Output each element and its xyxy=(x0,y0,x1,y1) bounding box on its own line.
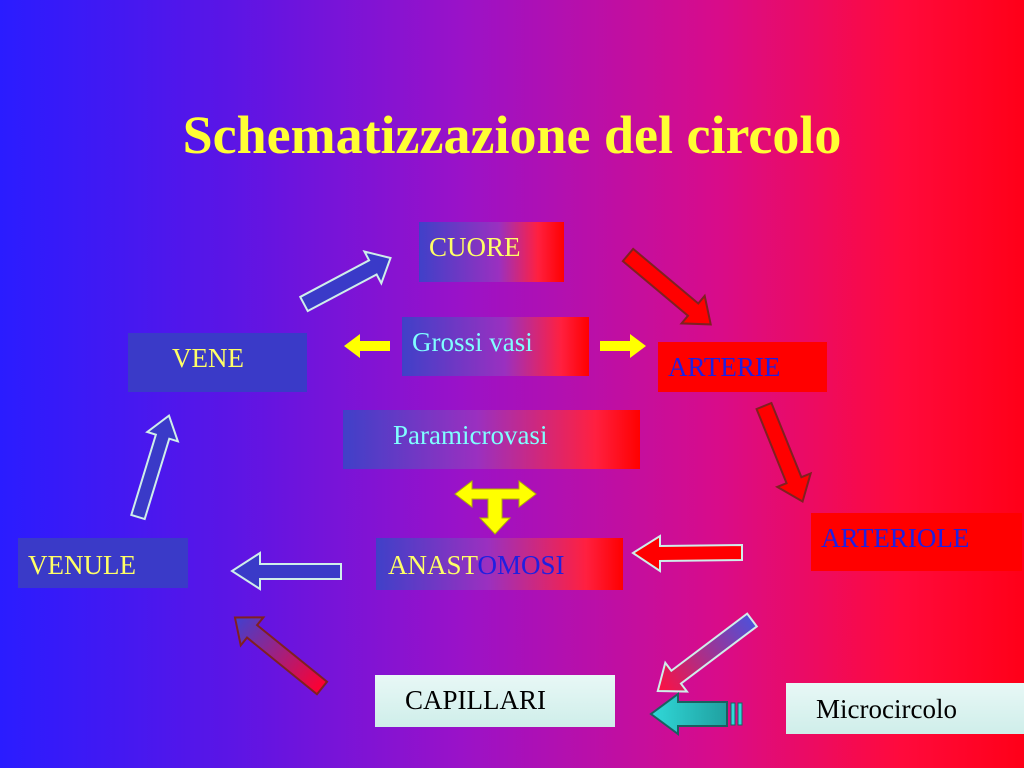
arrow-capillari-to-venule xyxy=(233,616,329,696)
arrow-venule-to-vene xyxy=(130,414,180,521)
arrow-arterie-to-arteriole xyxy=(755,401,813,504)
box-vene: VENE xyxy=(128,333,307,392)
box-arterie: ARTERIE xyxy=(658,342,827,392)
arrow-paramicro-t-connector xyxy=(454,479,537,535)
arrow-vene-to-cuore xyxy=(298,249,392,313)
arrow-arteriole-to-anastomosi xyxy=(631,534,743,573)
arrow-microcircolo-to-capillari xyxy=(649,692,743,736)
box-grossi-vasi: Grossi vasi xyxy=(402,317,589,376)
arrow-arteriole-to-capillari xyxy=(656,612,759,693)
box-paramicrovasi: Paramicrovasi xyxy=(343,410,640,469)
slide-title: Schematizzazione del circolo xyxy=(182,105,842,165)
anastomosi-part1: ANAST xyxy=(388,550,478,580)
box-cuore: CUORE xyxy=(419,222,564,282)
box-anastomosi: ANASTOMOSI xyxy=(376,538,623,590)
box-arteriole: ARTERIOLE xyxy=(811,513,1022,571)
anastomosi-part2: OMOSI xyxy=(477,550,565,580)
arrow-cuore-to-arterie xyxy=(621,247,712,326)
arrow-grossi-to-vene xyxy=(344,334,390,358)
box-microcircolo: Microcircolo xyxy=(786,683,1024,734)
box-venule: VENULE xyxy=(18,538,188,588)
arrow-anastomosi-to-venule xyxy=(230,551,342,591)
box-capillari: CAPILLARI xyxy=(375,675,615,727)
arrow-grossi-to-arterie xyxy=(600,334,646,358)
